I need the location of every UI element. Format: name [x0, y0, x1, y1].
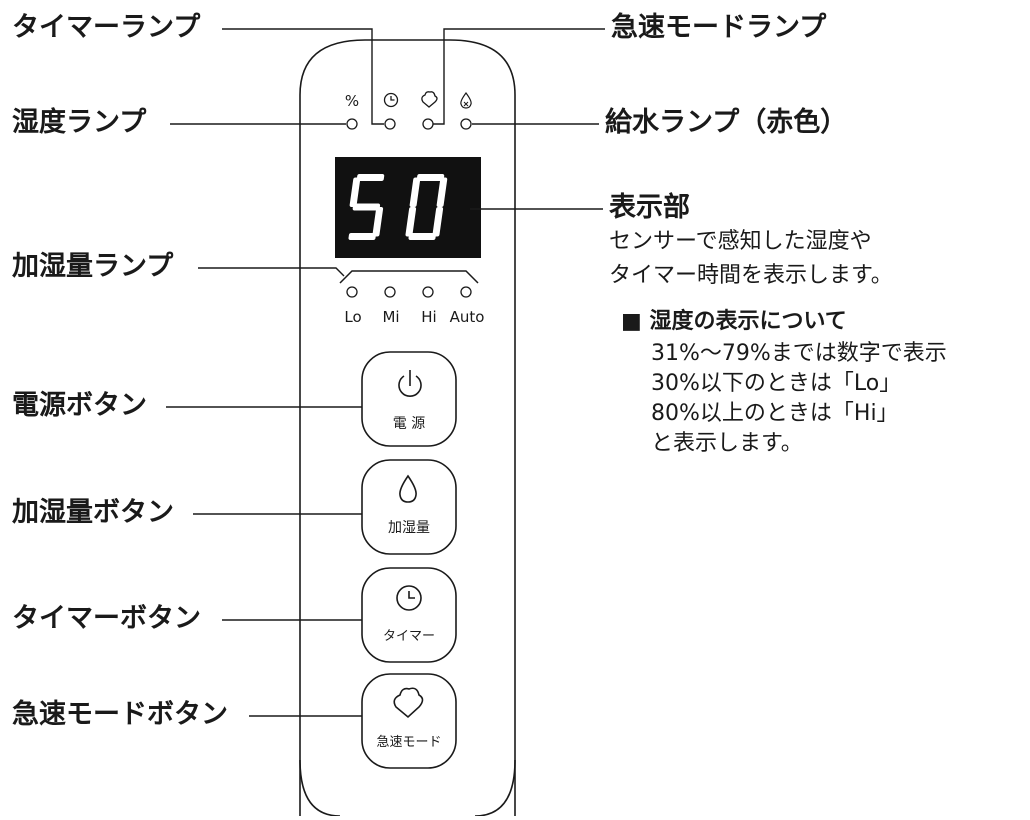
timer-button[interactable]: タイマー — [361, 567, 457, 663]
display-segment — [432, 207, 444, 237]
water-drop-icon — [399, 474, 417, 503]
leader-lines — [166, 28, 605, 717]
panel-outline — [299, 39, 516, 816]
cloud-icon — [393, 687, 424, 719]
display-segment — [409, 177, 421, 207]
cloud-icon — [421, 91, 438, 108]
water-drop-icon — [460, 91, 472, 109]
display-segment — [416, 174, 445, 181]
mist-lamp-callout: 加湿量ランプ — [12, 251, 174, 282]
display-digit — [405, 174, 448, 240]
mist-button-label: 加湿量 — [388, 520, 430, 536]
turbo-button[interactable]: 急速モード — [361, 673, 457, 769]
humidity-note-line-1: 31%～79%までは数字で表示 — [651, 341, 947, 366]
timer-button-callout: タイマーボタン — [12, 603, 201, 634]
display-desc-line-1: センサーで感知した湿度や — [609, 229, 872, 254]
display-callout: 表示部 — [609, 192, 690, 223]
humidity-lamp — [346, 118, 358, 130]
display-digit — [348, 174, 385, 240]
display-segment — [405, 207, 417, 237]
display-desc-line-2: タイマー時間を表示します。 — [609, 263, 893, 288]
humidity-lamp-callout: 湿度ランプ — [12, 107, 147, 138]
water-lamp-callout: 給水ランプ（赤色） — [605, 107, 848, 138]
power-button[interactable]: 電 源 — [361, 351, 457, 447]
mist-level-bar — [339, 270, 479, 284]
level-lamp-auto — [460, 286, 472, 298]
leader-timer-lamp — [222, 28, 384, 125]
level-lamp-mi — [384, 286, 396, 298]
water-lamp — [460, 118, 472, 130]
display-digits — [348, 174, 448, 240]
display-segment — [348, 233, 376, 240]
display-segment — [352, 203, 381, 211]
turbo-button-callout: 急速モードボタン — [12, 699, 228, 730]
power-button-label: 電 源 — [393, 416, 425, 432]
clock-icon — [383, 92, 399, 108]
display-segment — [372, 207, 384, 237]
leader-turbo-lamp — [433, 28, 605, 125]
clock-icon — [396, 585, 422, 611]
percent-icon: % — [345, 92, 359, 110]
display-segment — [436, 177, 448, 207]
timer-button-label: タイマー — [383, 629, 435, 644]
level-label-hi: Hi — [421, 308, 436, 326]
turbo-button-label: 急速モード — [376, 735, 441, 750]
mist-button-callout: 加湿量ボタン — [12, 497, 174, 528]
leader-mist-lamp — [198, 267, 345, 277]
panel-bottom-curve — [299, 759, 516, 817]
timer-lamp-callout: タイマーランプ — [12, 12, 201, 43]
humidity-note-heading: ■ 湿度の表示について — [621, 308, 847, 335]
mist-button[interactable]: 加湿量 — [361, 459, 457, 555]
level-lamp-hi — [422, 286, 434, 298]
timer-lamp — [384, 118, 396, 130]
note-heading-text: 湿度の表示について — [649, 309, 847, 334]
display-segment — [356, 174, 385, 181]
level-lamp-lo — [346, 286, 358, 298]
display-segment — [349, 177, 361, 207]
power-icon — [398, 370, 422, 397]
power-button-callout: 電源ボタン — [12, 390, 147, 421]
humidity-note-line-2: 30%以下のときは「Lo」 — [651, 371, 902, 396]
humidity-note-line-4: と表示します。 — [651, 431, 803, 456]
level-label-lo: Lo — [344, 308, 361, 326]
turbo-lamp-callout: 急速モードランプ — [611, 12, 827, 43]
level-label-auto: Auto — [450, 308, 485, 326]
level-label-mi: Mi — [382, 308, 399, 326]
turbo-lamp — [422, 118, 434, 130]
note-marker: ■ — [621, 309, 642, 334]
humidity-note-line-3: 80%以上のときは「Hi」 — [651, 401, 899, 426]
display-segment — [408, 233, 436, 240]
